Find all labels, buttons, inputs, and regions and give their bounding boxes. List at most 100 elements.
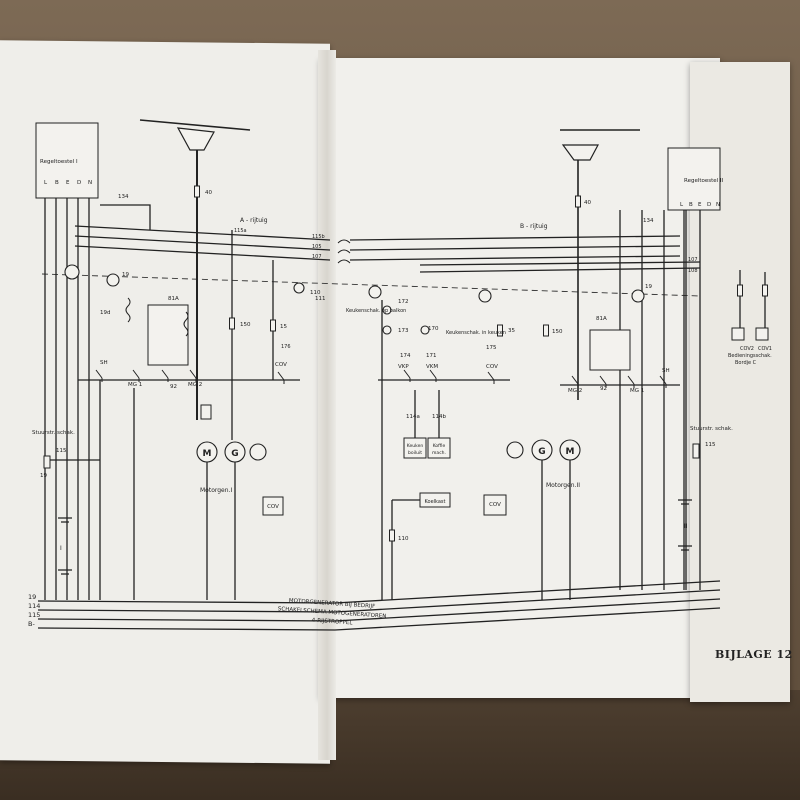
motor-group-label-left: Motorgen.I <box>200 487 232 494</box>
cool-box <box>419 492 451 508</box>
bottom-bus-wire <box>37 627 336 631</box>
top-bus-wire <box>74 245 331 261</box>
bus-label: 19 <box>28 593 36 601</box>
kitchen-boiler-label: boiluit <box>408 450 422 456</box>
bottom-bus-wire <box>334 589 721 613</box>
wire-number-label: 114a <box>406 414 420 420</box>
meter-center-small <box>293 282 305 294</box>
lamp-170 <box>420 325 430 335</box>
pantograph-right <box>561 144 599 161</box>
regulator-terminal-label: E <box>66 180 70 186</box>
wire-crossing-mark <box>337 239 351 244</box>
appendix-label: BIJLAGE 12 <box>715 648 793 661</box>
lamp-173 <box>382 325 392 335</box>
wire-number-label: 19 <box>122 272 129 278</box>
component-layer <box>35 122 769 575</box>
bus-label: B- <box>28 620 35 628</box>
component-label: VKP <box>398 364 409 370</box>
contact-vkp <box>403 369 411 382</box>
component-label: MG 2 <box>568 388 582 394</box>
top-bus-wire <box>349 235 681 241</box>
generator-right <box>531 439 553 461</box>
component-label: SH <box>662 368 670 374</box>
bus-label: 114 <box>28 602 40 610</box>
contact-mg1-left <box>132 369 140 382</box>
wire-number-label: 134 <box>643 218 654 224</box>
contact-cov-left <box>277 371 285 384</box>
kitchen-boiler-box <box>403 437 427 459</box>
pantograph-line-left <box>139 119 251 131</box>
bottom-bus-wire <box>37 600 336 604</box>
regulator-terminal-label: D <box>77 180 81 186</box>
component-label: MG 1 <box>128 382 142 388</box>
cool-box-label: Koelkast <box>425 499 446 505</box>
motor-group-label-right: Motorgen.II <box>546 482 580 489</box>
wire-number-label: 40 <box>584 200 591 206</box>
wire-number-label: 115 <box>705 442 716 448</box>
wire-number-label: 174 <box>400 353 411 359</box>
fuse-110-center <box>389 529 395 542</box>
control-switch-box-2 <box>755 327 769 341</box>
bus-label: 115b <box>312 234 325 240</box>
right-page <box>320 58 720 698</box>
wire-number-label: 110 <box>398 536 409 542</box>
regulator-terminal-label: B <box>689 202 693 208</box>
wire-number-label: 110 <box>310 290 321 296</box>
regulator-title-right: Regeltoestel II <box>684 178 724 184</box>
component-label: COV1 <box>758 346 772 352</box>
component-label: MG 1 <box>630 388 644 394</box>
relay-81a-right <box>589 329 631 371</box>
top-bus-wire <box>74 225 331 241</box>
steering-switch-label-right: Stuurstr. schak. <box>690 426 733 432</box>
generator-symbol: G <box>231 449 238 459</box>
meter-center-right <box>478 289 492 303</box>
diagram-title-line: 4-RIJSTROPPEL <box>312 618 354 627</box>
rail-label-right: B - rijtuig <box>520 223 548 230</box>
wire-number-label: 81A <box>596 316 607 322</box>
bus-label: 107 <box>688 257 698 263</box>
kitchen-switch-kitchen-label: Keukenschak. in keuken <box>446 330 506 336</box>
generator-left <box>224 441 246 463</box>
wire-number-label: 19 <box>645 284 652 290</box>
wire <box>100 204 151 230</box>
control-switch-label: Bedieningsschak. <box>728 353 772 359</box>
component-label: COV <box>489 502 501 508</box>
coffee-machine-label: Koffie <box>433 443 446 449</box>
wire-number-label: 150 <box>240 322 251 328</box>
component-label: COV <box>486 364 498 370</box>
kitchen-switch-balcony-label: Keukenschak. op balkon <box>346 308 406 314</box>
steering-switch-right <box>692 443 700 459</box>
wire-number-label: 19d <box>100 310 111 316</box>
exciter-left <box>249 443 267 461</box>
regulator-terminal-label: B <box>55 180 59 186</box>
regulator-terminal-label: E <box>698 202 702 208</box>
fuse-40-left <box>194 185 200 198</box>
component-label: COV2 <box>740 346 754 352</box>
motor-symbol: M <box>203 449 212 459</box>
fuse-control-2 <box>762 284 768 297</box>
fuse-150-right <box>543 324 549 337</box>
kitchen-boiler-label: Keuken <box>407 443 424 449</box>
motor-symbol: M <box>566 447 575 457</box>
wire-number-label: 40 <box>205 190 212 196</box>
battery-right <box>678 499 692 551</box>
motor-right <box>559 439 581 461</box>
wire-number-label: 92 <box>600 386 607 392</box>
regulator-title-left: Regeltoestel I <box>40 159 78 165</box>
contact-vkm <box>429 369 437 382</box>
bottom-bus-wire <box>334 598 721 622</box>
battery-label-left: I <box>60 545 62 552</box>
component-label: COV <box>275 362 287 368</box>
wire-number-label: 115 <box>56 448 67 454</box>
component-label: MG 2 <box>188 382 202 388</box>
component-label: COV <box>267 504 279 510</box>
coil-left-1 <box>125 297 131 323</box>
bus-label: 108 <box>688 268 698 274</box>
meter-left-2 <box>106 273 120 287</box>
battery-label-right: II <box>684 523 688 530</box>
wire-number-label: 19 <box>40 473 47 479</box>
fuse-40-right <box>575 195 581 208</box>
steering-switch-label-left: Stuurstr. schak. <box>32 430 75 436</box>
wire-number-label: 173 <box>398 328 409 334</box>
contact-sh-left <box>95 369 103 382</box>
